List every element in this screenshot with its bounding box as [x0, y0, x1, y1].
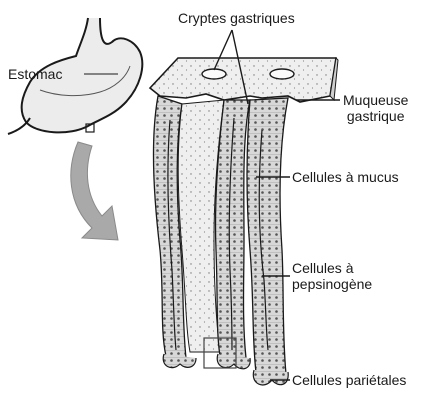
- label-cellules-parietales: Cellules pariétales: [292, 372, 406, 388]
- gastric-glands: [154, 96, 289, 385]
- crypt-opening-right: [270, 69, 294, 79]
- label-cellules-mucus: Cellules à mucus: [292, 169, 399, 185]
- label-pepsinogene-line1: Cellules à: [292, 260, 372, 276]
- label-pepsinogene-line2: pepsinogène: [292, 276, 372, 292]
- label-muqueuse-line1: Muqueuse: [343, 92, 408, 108]
- mucosa-surface: [150, 58, 338, 102]
- label-muqueuse-gastrique: Muqueuse gastrique: [343, 92, 408, 124]
- label-estomac: Estomac: [8, 66, 62, 82]
- zoom-arrow: [71, 142, 118, 240]
- label-muqueuse-line2: gastrique: [343, 108, 408, 124]
- label-cryptes-gastriques: Cryptes gastriques: [178, 10, 295, 26]
- crypt-opening-left: [202, 69, 226, 79]
- label-cellules-pepsinogene: Cellules à pepsinogène: [292, 260, 372, 292]
